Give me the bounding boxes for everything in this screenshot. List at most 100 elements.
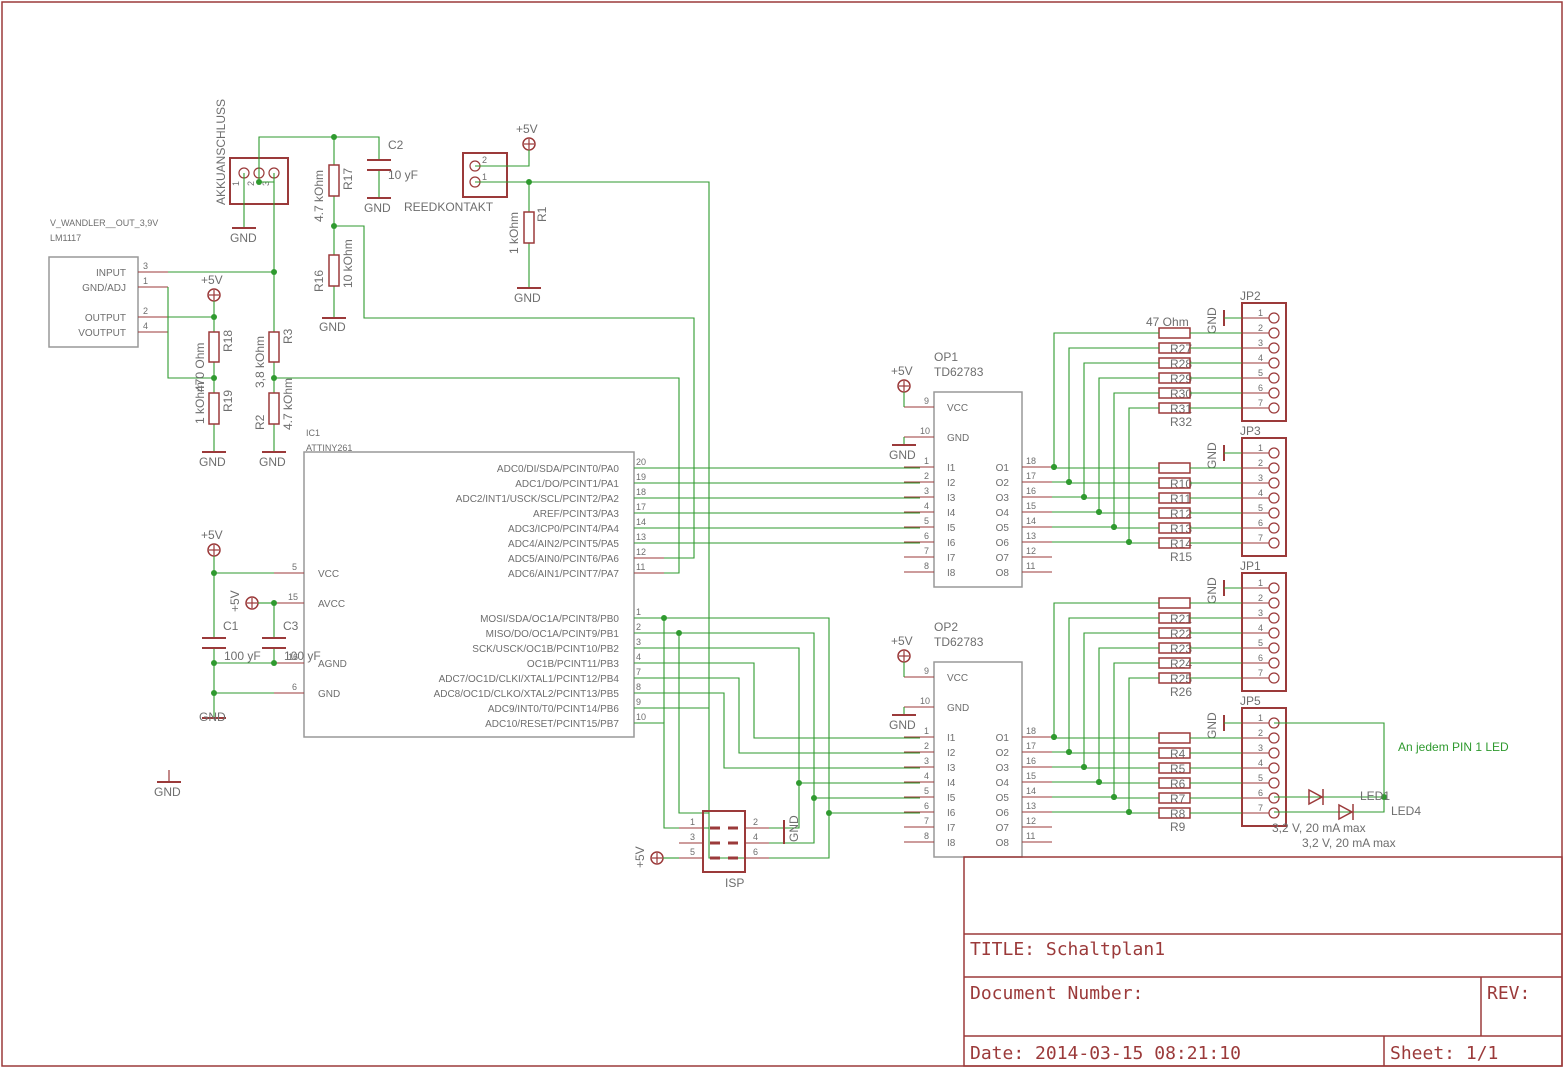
connector-pin-number: 6 [1258, 788, 1263, 798]
ic1-pin-number: 11 [636, 562, 645, 572]
svg-text:INPUT: INPUT [96, 268, 126, 279]
resistor-name: R32 [1170, 415, 1192, 429]
svg-text:4: 4 [143, 321, 148, 331]
reed-pin-2: 2 [482, 155, 487, 165]
ic1-pin-label: ADC10/RESET/PCINT15/PB7 [485, 719, 619, 730]
voltage-regulator: V_WANDLER__OUT_3,9V LM1117 INPUT GND/ADJ… [48, 218, 168, 348]
ic1-pin-number: 17 [636, 502, 646, 512]
ic1-pin-label: ADC8/OC1D/CLKO/XTAL2/PCINT13/PB5 [434, 689, 620, 700]
svg-text:I6: I6 [947, 808, 956, 819]
ic1-pin-label: ADC7/OC1D/CLKI/XTAL1/PCINT12/PB4 [439, 674, 620, 685]
gnd-symbol-c2: GND [364, 197, 391, 215]
resistor-name: R7 [1170, 792, 1186, 806]
vreg-value: LM1117 [50, 233, 81, 243]
gnd-symbol-r1: GND [514, 287, 541, 305]
svg-text:I8: I8 [947, 568, 956, 579]
svg-text:2: 2 [924, 741, 929, 751]
svg-text:O5: O5 [996, 523, 1010, 534]
resistor [1158, 462, 1191, 474]
svg-text:18: 18 [1026, 456, 1036, 466]
svg-text:18: 18 [1026, 726, 1036, 736]
svg-text:GND: GND [154, 785, 181, 799]
svg-text:GND: GND [1205, 442, 1219, 469]
svg-text:15: 15 [1026, 771, 1036, 781]
op1-name: OP1 [934, 350, 958, 364]
resistor-name: R29 [1170, 372, 1192, 386]
ic1-pin-number: 4 [636, 652, 641, 662]
resistor [1158, 732, 1191, 744]
r19-value: 1 kOhm [193, 382, 207, 424]
svg-text:O7: O7 [996, 823, 1010, 834]
akku-connector: 1 2 3 AKKUANSCHLUSS [214, 99, 289, 205]
ic1-pin-number: 19 [636, 472, 646, 482]
ic1-pin-number: 3 [636, 637, 641, 647]
r2-name: R2 [253, 414, 267, 430]
r18-name: R18 [221, 330, 235, 352]
ic1-pin-number: 18 [636, 487, 646, 497]
connector-pin-number: 1 [1258, 578, 1263, 588]
r16-value: 10 kOhm [341, 239, 355, 288]
svg-text:GND: GND [1205, 307, 1219, 334]
svg-text:O3: O3 [996, 763, 1010, 774]
svg-text:I6: I6 [947, 538, 956, 549]
resistor-name: R25 [1170, 672, 1192, 686]
r1-name: R1 [535, 206, 549, 222]
svg-text:O1: O1 [996, 733, 1010, 744]
led4-value: 3,2 V, 20 mA max [1302, 836, 1396, 850]
svg-text:6: 6 [292, 682, 297, 692]
gnd-symbol-free: GND [154, 770, 181, 799]
svg-text:13: 13 [1026, 801, 1036, 811]
ic1-pin-label: ADC0/DI/SDA/PCINT0/PA0 [497, 464, 620, 475]
c3-value: 100 yF [284, 649, 321, 663]
ic1-pin-label: ADC5/AIN0/PCINT6/PA6 [508, 554, 619, 565]
c3-name: C3 [283, 619, 299, 633]
ic1-pin-label: ADC3/ICP0/PCINT4/PA4 [508, 524, 619, 535]
svg-text:17: 17 [1026, 471, 1036, 481]
svg-text:4: 4 [924, 501, 929, 511]
resistor [1158, 327, 1191, 339]
title-block: TITLE: Schaltplan1 Document Number: REV:… [963, 856, 1563, 1067]
svg-text:+5V: +5V [516, 122, 538, 136]
ic1-pin-number: 7 [636, 667, 641, 677]
svg-text:VOUTPUT: VOUTPUT [78, 328, 126, 339]
connector-pin-number: 7 [1258, 398, 1263, 408]
ic1-pin-number: 8 [636, 682, 641, 692]
revision: REV: [1487, 983, 1530, 1004]
svg-text:VCC: VCC [947, 403, 968, 414]
svg-text:I5: I5 [947, 793, 956, 804]
ic1-pin-number: 12 [636, 547, 646, 557]
svg-text:I3: I3 [947, 763, 956, 774]
sheet-text: Sheet: 1/1 [1390, 1043, 1498, 1064]
op2-value: TD62783 [934, 635, 984, 649]
svg-text:O1: O1 [996, 463, 1010, 474]
connector-pin-number: 4 [1258, 623, 1263, 633]
ic1-name: IC1 [306, 428, 320, 438]
connector-pin-number: 1 [1258, 308, 1263, 318]
connector-jp2 [1241, 302, 1287, 422]
svg-text:GND: GND [889, 718, 916, 732]
akku-pin-3: 3 [261, 181, 271, 186]
isp-name: ISP [725, 876, 744, 890]
svg-text:O6: O6 [996, 538, 1010, 549]
ic1-pin-label: OC1B/PCINT11/PB3 [527, 659, 620, 670]
op2-name: OP2 [934, 620, 958, 634]
connector-pin-number: 1 [1258, 443, 1263, 453]
c1-name: C1 [223, 619, 239, 633]
svg-text:OUTPUT: OUTPUT [85, 313, 126, 324]
svg-text:O5: O5 [996, 793, 1010, 804]
svg-text:8: 8 [924, 561, 929, 571]
resistor-name: R23 [1170, 642, 1192, 656]
connector-pin-number: 1 [1258, 713, 1263, 723]
ic1-pin-label: ADC6/AIN1/PCINT7/PA7 [508, 569, 619, 580]
resistor [1158, 597, 1191, 609]
svg-text:GND: GND [787, 815, 801, 842]
svg-text:12: 12 [1026, 816, 1036, 826]
ic1-pin-label: ADC2/INT1/USCK/SCL/PCINT2/PA2 [456, 494, 620, 505]
svg-text:O4: O4 [996, 508, 1010, 519]
svg-text:+5V: +5V [891, 364, 913, 378]
svg-text:+5V: +5V [891, 634, 913, 648]
connector-name: JP2 [1240, 289, 1261, 303]
connector-pin-number: 7 [1258, 533, 1263, 543]
